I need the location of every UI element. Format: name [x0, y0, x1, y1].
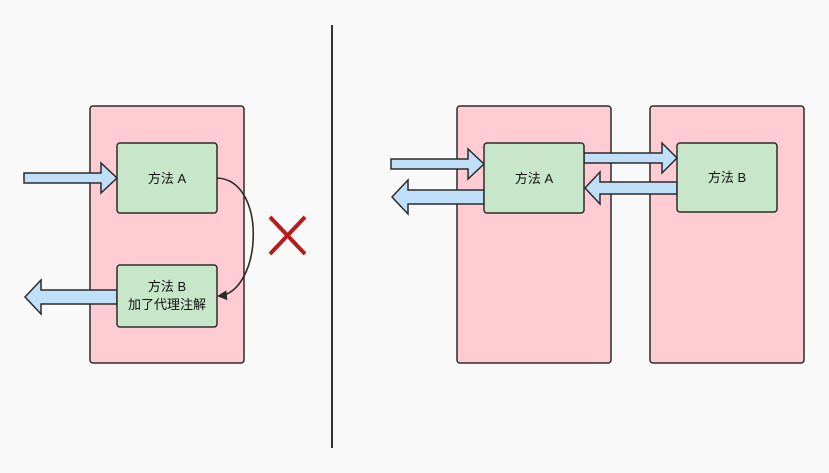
- left-incoming-arrow: [23, 161, 119, 195]
- cross-icon: [268, 215, 307, 256]
- left-method-b-label-line1: 方法 B: [148, 279, 186, 294]
- self-invocation-curve: [216, 177, 254, 301]
- right-outgoing-arrow: [390, 178, 485, 216]
- left-panel: 方法 A 方法 B 加了代理注解: [23, 105, 307, 364]
- right-method-a-box: [483, 142, 585, 214]
- right-method-a-label: 方法 A: [515, 171, 554, 186]
- right-method-b-label: 方法 B: [708, 170, 746, 185]
- right-b-to-a-arrow: [583, 170, 678, 206]
- left-method-b-label-line2: 加了代理注解: [128, 297, 206, 312]
- right-panel: 方法 A 方法 B: [390, 105, 805, 364]
- left-method-b-box: [116, 264, 218, 328]
- left-method-a-label: 方法 A: [148, 171, 187, 186]
- left-outgoing-arrow: [23, 278, 118, 316]
- right-method-b-box: [676, 142, 778, 213]
- right-incoming-arrow: [390, 147, 486, 181]
- right-a-to-b-arrow: [583, 141, 679, 175]
